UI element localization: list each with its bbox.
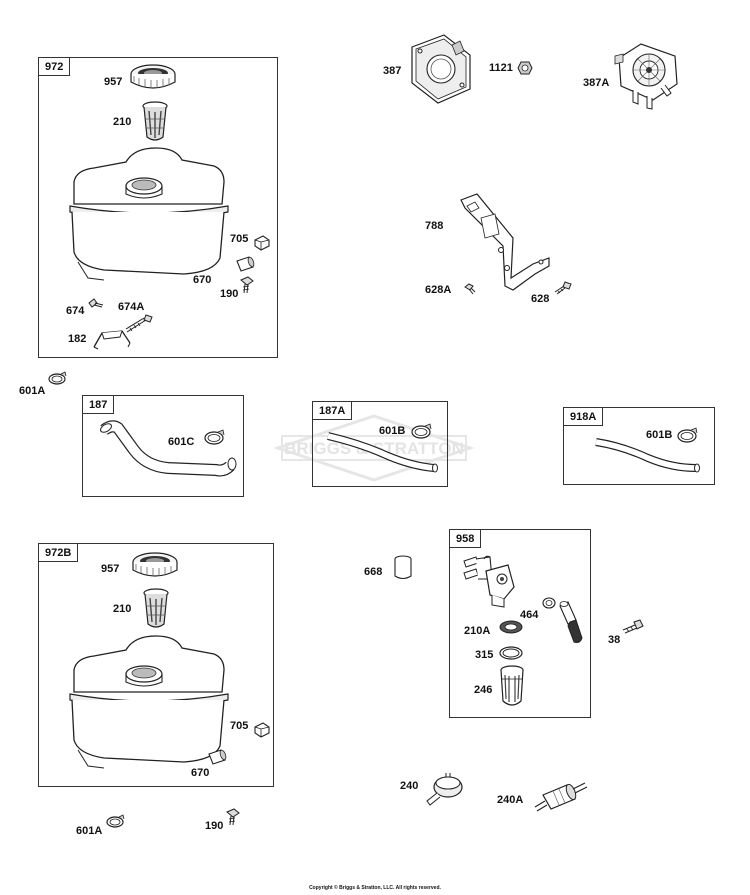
- part-label-705: 705: [230, 233, 249, 245]
- fuel-line-hose-icon: [327, 432, 438, 473]
- fuel-tank-icon: [69, 147, 229, 281]
- gasket-ring-icon: [499, 620, 523, 634]
- part-label-601B: 601B: [646, 429, 673, 441]
- o-ring-icon: [499, 646, 523, 660]
- part-label-601A: 601A: [76, 825, 103, 837]
- part-label-957: 957: [101, 563, 120, 575]
- hose-clamp-icon: [677, 427, 698, 443]
- grommet-icon: [236, 256, 255, 272]
- sediment-bowl-icon: [500, 665, 524, 706]
- part-label-957: 957: [104, 76, 123, 88]
- hose-clamp-icon: [411, 423, 432, 439]
- group-label-187: 187: [83, 396, 115, 414]
- fuel-cap-icon: [132, 552, 178, 577]
- nut-icon: [517, 61, 533, 75]
- long-bolt-icon: [125, 314, 153, 333]
- group-box-187: 187: [82, 395, 244, 497]
- group-box-918A: 918A: [563, 407, 715, 485]
- grommet-icon: [208, 749, 227, 765]
- group-label-918A: 918A: [564, 408, 604, 426]
- part-label-210: 210: [113, 603, 132, 615]
- part-label-464: 464: [520, 609, 539, 621]
- part-label-190: 190: [220, 288, 239, 300]
- mounting-screw-icon: [622, 619, 644, 634]
- bracket-screw-icon: [554, 281, 572, 295]
- group-box-972B: 972B: [38, 543, 274, 787]
- part-label-387A: 387A: [583, 77, 610, 89]
- hose-clamp-icon: [204, 429, 225, 445]
- part-label-668: 668: [364, 566, 383, 578]
- part-label-674A: 674A: [118, 301, 145, 313]
- fuel-strainer-icon: [142, 101, 168, 141]
- part-label-182: 182: [68, 333, 87, 345]
- group-box-972: 972: [38, 57, 278, 358]
- part-label-670: 670: [193, 274, 212, 286]
- fuel-strainer-icon: [143, 588, 169, 628]
- washer-icon: [542, 597, 556, 609]
- part-label-674: 674: [66, 305, 85, 317]
- hose-clamp-icon: [48, 371, 67, 385]
- fuel-shutoff-valve-icon: [463, 555, 515, 608]
- tank-bracket-icon: [93, 330, 131, 350]
- fuel-line-hose-icon: [100, 420, 237, 477]
- part-label-210: 210: [113, 116, 132, 128]
- part-label-601A: 601A: [19, 385, 46, 397]
- screw-icon: [240, 276, 254, 294]
- part-label-246: 246: [474, 684, 493, 696]
- part-label-240: 240: [400, 780, 419, 792]
- part-label-601C: 601C: [168, 436, 195, 448]
- part-label-601B: 601B: [379, 425, 406, 437]
- filter-sleeve-icon: [394, 555, 412, 580]
- part-label-315: 315: [475, 649, 494, 661]
- pump-gasket-icon: [411, 34, 471, 104]
- copyright-notice: Copyright © Briggs & Stratton, LLC. All …: [309, 885, 441, 891]
- part-label-387: 387: [383, 65, 402, 77]
- small-screw-icon: [464, 283, 476, 295]
- mounting-bracket-icon: [460, 193, 550, 291]
- part-label-190: 190: [205, 820, 224, 832]
- part-label-788: 788: [425, 220, 444, 232]
- valve-lever-icon: [559, 601, 583, 643]
- part-label-240A: 240A: [497, 794, 524, 806]
- hose-clamp-icon: [106, 814, 125, 828]
- fuel-pump-icon: [614, 43, 678, 110]
- part-label-628: 628: [531, 293, 550, 305]
- fuel-tank-icon: [69, 635, 229, 769]
- group-label-958: 958: [450, 530, 482, 548]
- part-label-705: 705: [230, 720, 249, 732]
- screw-icon: [226, 808, 240, 826]
- fuel-cap-icon: [130, 64, 176, 89]
- part-label-38: 38: [608, 634, 621, 646]
- inline-fuel-filter-icon: [534, 782, 588, 812]
- group-box-958: 958: [449, 529, 591, 718]
- fuel-line-hose-icon: [595, 438, 700, 473]
- part-label-628A: 628A: [425, 284, 452, 296]
- part-label-1121: 1121: [489, 62, 513, 74]
- bolt-icon: [88, 298, 104, 308]
- fuel-fitting-icon: [254, 722, 270, 738]
- part-label-210A: 210A: [464, 625, 491, 637]
- fuel-fitting-icon: [254, 235, 270, 251]
- group-label-187A: 187A: [313, 402, 353, 420]
- inline-fuel-filter-icon: [426, 773, 463, 806]
- part-label-670: 670: [191, 767, 210, 779]
- group-label-972B: 972B: [39, 544, 79, 562]
- group-label-972: 972: [39, 58, 71, 76]
- group-box-187A: 187A: [312, 401, 448, 487]
